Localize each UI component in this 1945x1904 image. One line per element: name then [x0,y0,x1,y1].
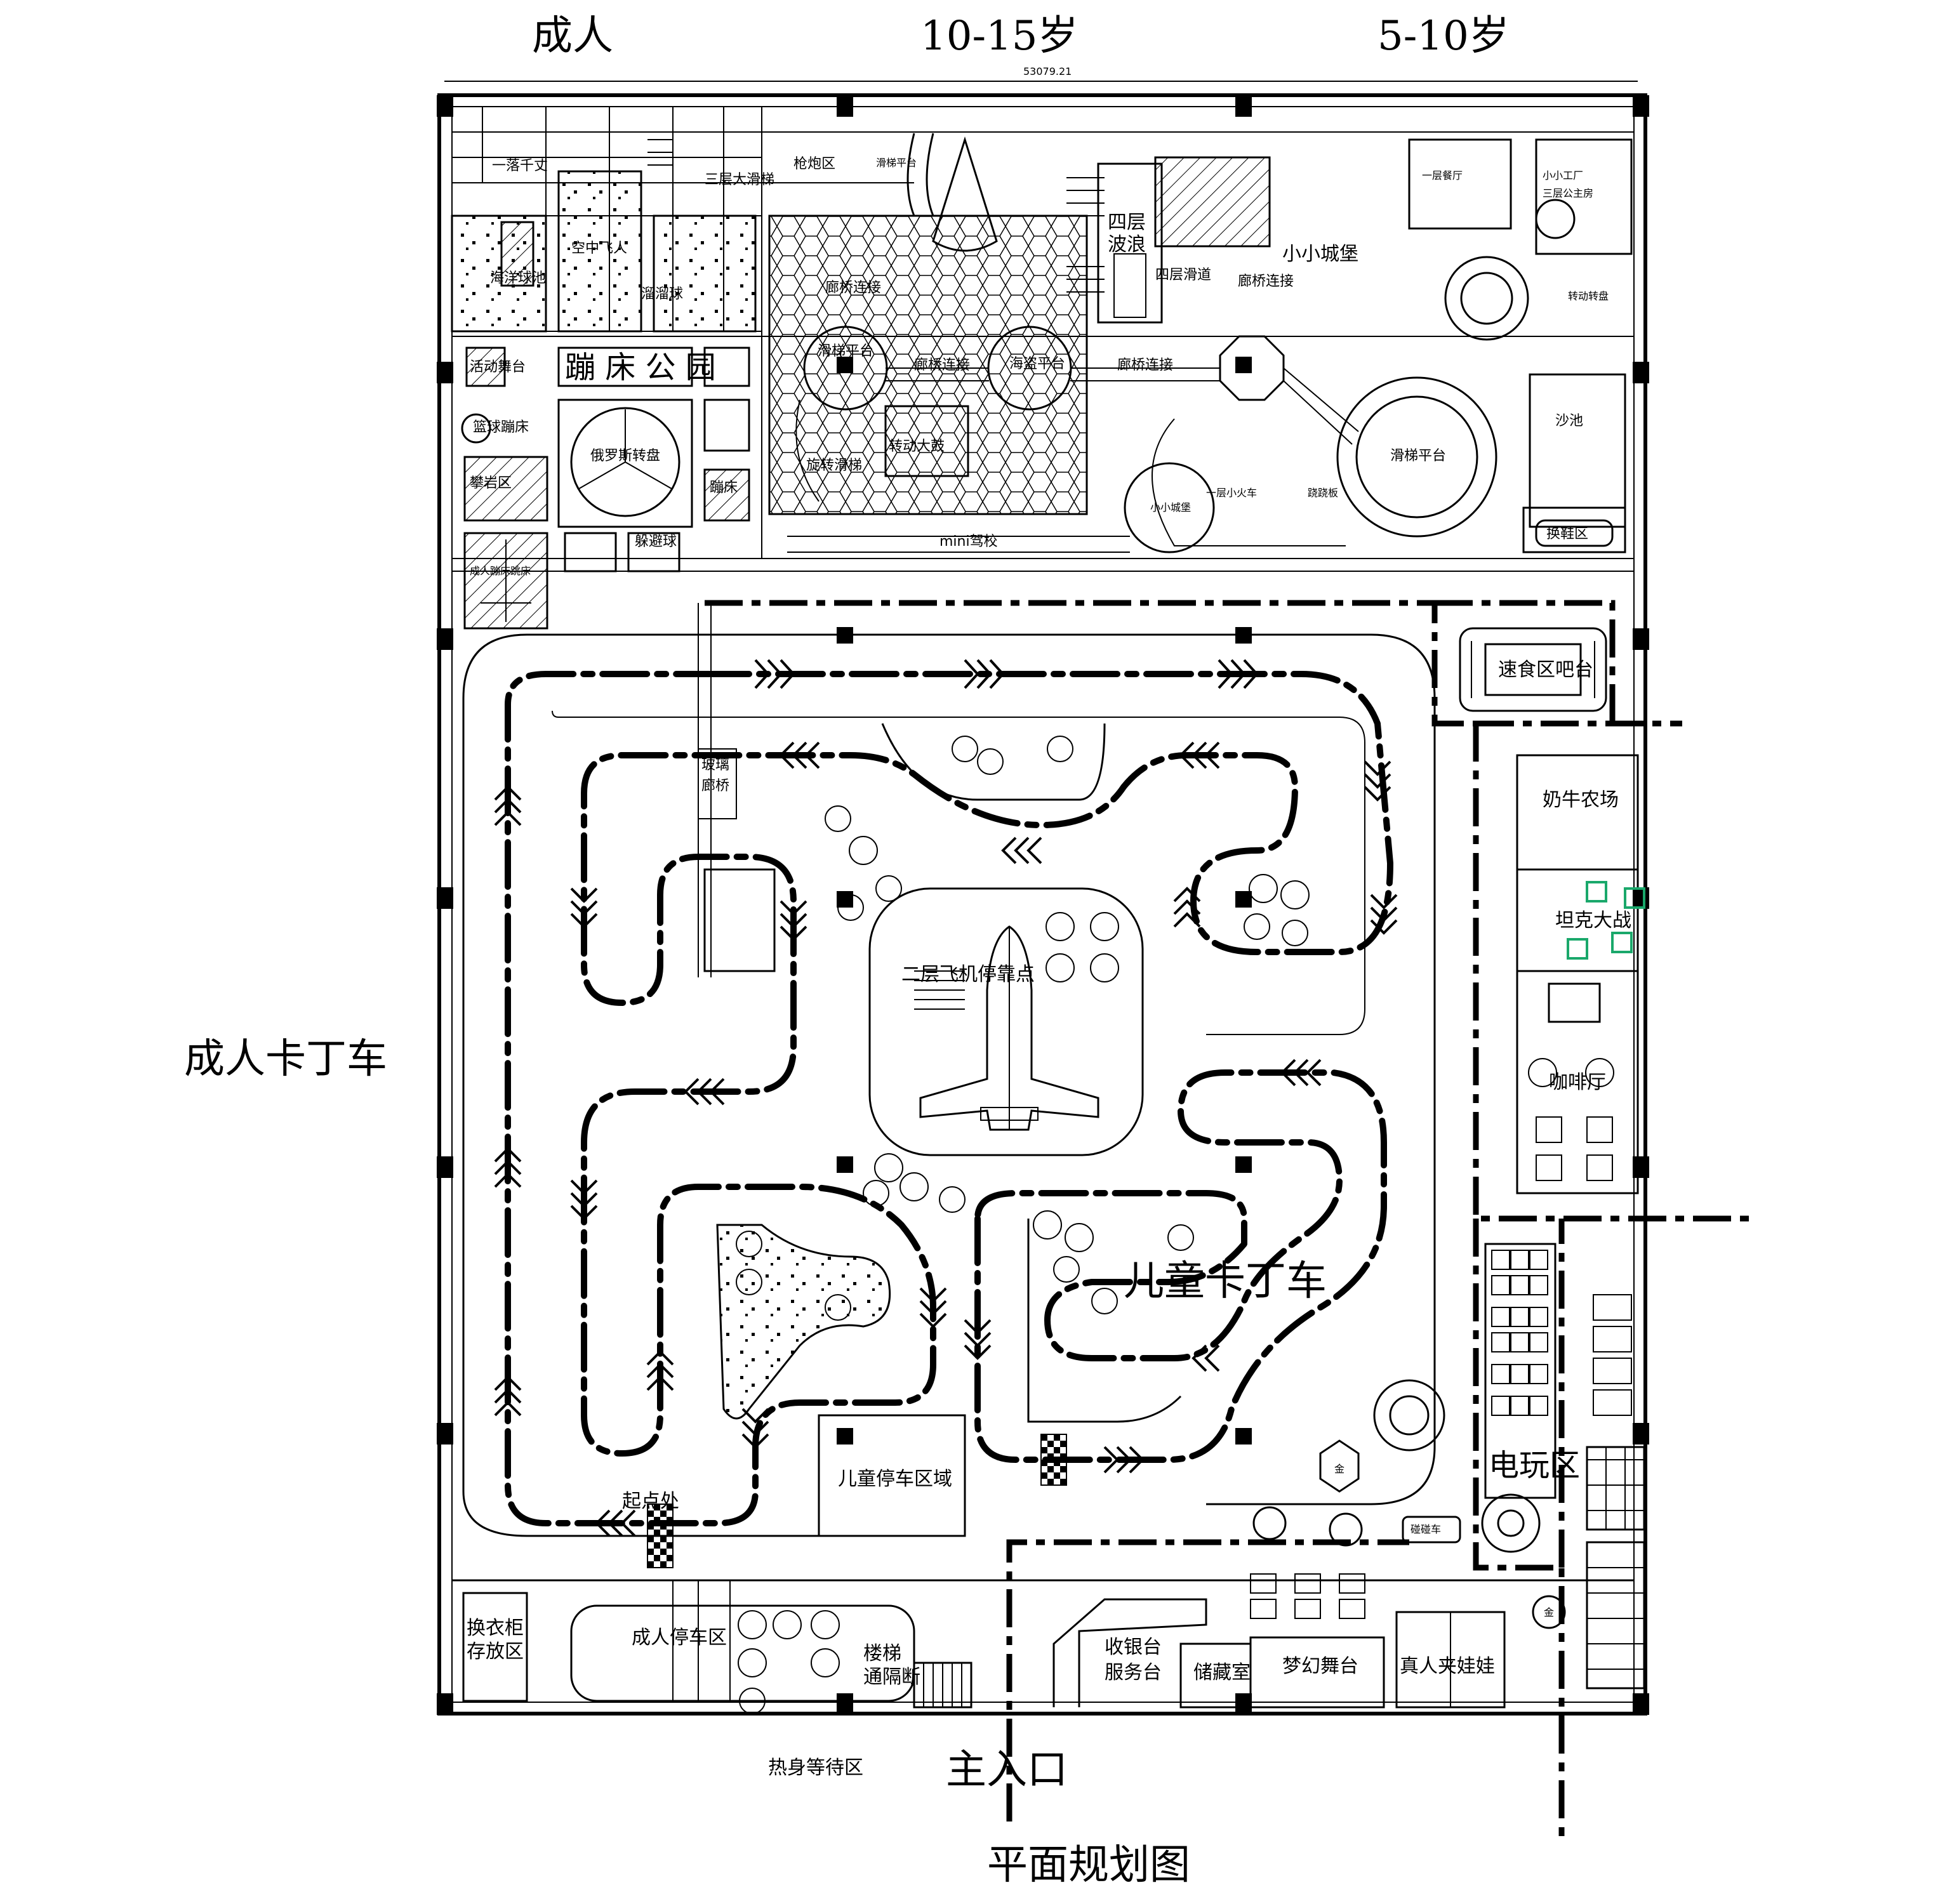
label-bridge-kids: 一层小火车 [1206,487,1257,499]
label-locker-2: 存放区 [467,1641,524,1663]
label-tree-house: 空中飞人 [571,241,627,256]
plant-icon [736,736,1310,1321]
label-game-bed: 活动舞台 [470,359,526,375]
label-wave: 四层 [1108,211,1146,234]
label-sand-pool: 沙池 [1555,413,1583,429]
label-cashier-1: 收银台 [1105,1636,1162,1658]
label-adult-kart: 成人卡丁车 [184,1036,387,1083]
label-platform-1: 滑梯平台 [818,343,873,359]
label-ball-zone: 枪炮区 [793,156,835,172]
label-ball-pool: 海洋球池 [490,270,546,286]
label-game-zone: 电玩区 [1489,1448,1580,1483]
label-storage: 储藏室 [1193,1662,1251,1684]
label-cashier-2: 服务台 [1105,1662,1162,1684]
label-adult-trampoline: 成人蹦床跳床 [470,565,531,577]
label-small-spring: 转动转盘 [1568,290,1609,302]
header-adult: 成人 [532,13,613,60]
label-game-bed-2: 蹦床 [710,480,738,496]
label-bridge-line-1: 玻璃 [701,757,729,773]
kart-track-area [462,603,1436,1568]
label-platform-2: 海盗平台 [1009,356,1065,372]
label-stairs-1: 楼梯 [863,1643,901,1665]
label-corridor-4: 廊桥连接 [1238,274,1294,289]
label-stairs-2: 通隔断 [863,1666,920,1688]
label-spiral: 旋转滑梯 [806,458,862,473]
label-seesaw: 跷跷板 [1308,487,1338,499]
label-corridor-2: 廊桥连接 [914,357,970,373]
label-small-town: 小小城堡 [1282,243,1358,265]
label-kids-parking: 儿童停车区域 [838,1468,952,1490]
dimension-label: 53079.21 [1023,65,1072,77]
label-dodge: 躲避球 [635,534,677,550]
track-markers [839,628,1252,1442]
label-rope-bridge: 溜溜球 [641,286,683,302]
label-dairy-farm: 奶牛农场 [1543,789,1619,811]
label-main-entrance: 主入口 [946,1747,1068,1794]
label-kids-elev: 小小工厂 [1543,169,1583,182]
start-flag [647,1504,674,1568]
right-zone-labels: 速食区吧台 奶牛农场 坦克大战 咖啡厅 电玩区 金 金 碰碰车 [1334,659,1631,1618]
label-kids-seat: 三层公主房 [1543,187,1593,199]
label-dolls: 真人夹娃娃 [1400,1655,1495,1677]
label-swing: 一落千丈 [492,158,548,174]
label-adult-parking: 成人停车区 [632,1627,727,1649]
label-slide-platform: 滑梯平台 [876,157,917,169]
label-climb: 攀岩区 [470,475,512,491]
label-trampoline-park: 蹦 床 公 园 [565,350,716,385]
right-side-zones [705,600,1752,1841]
label-wave-2: 波浪 [1108,234,1146,256]
label-kids-kart: 儿童卡丁车 [1124,1258,1327,1305]
bottom-zone-labels: 换衣柜 存放区 成人停车区 楼梯 通隔断 收银台 服务台 储藏室 梦幻舞台 真人… [467,1617,1495,1889]
label-tube-2: 转动大鼓 [889,439,945,454]
label-dream-stage: 梦幻舞台 [1282,1655,1358,1677]
label-cafe: 咖啡厅 [1549,1071,1606,1094]
label-warmup: 热身等待区 [768,1757,863,1779]
label-bridge-line-2: 廊桥 [701,778,729,794]
label-gold-1: 金 [1334,1463,1344,1475]
label-kid-bridge: 小小城堡 [1150,501,1191,513]
label-food-bar: 速食区吧台 [1498,659,1593,681]
plan-title: 平面规划图 [987,1842,1190,1889]
label-mini-drive: mini驾校 [939,534,998,550]
label-tank-battle: 坦克大战 [1555,909,1631,932]
label-kids-kitchen: 一层餐厅 [1422,169,1463,182]
bottom-zones [452,1573,1634,1714]
label-russia-wheel: 俄罗斯转盘 [590,448,660,464]
label-basket: 篮球蹦床 [473,420,529,435]
label-plane-parking: 二层飞机停靠点 [901,963,1035,986]
label-locker-1: 换衣柜 [467,1617,524,1639]
top-zone-labels: 一落千丈 三层大滑梯 枪炮区 滑梯平台 空中飞人 溜溜球 海洋球池 四层 波浪 … [470,156,1609,577]
label-gold-2: 金 [1544,1606,1554,1618]
track-zone-labels: 玻璃 廊桥 二层飞机停靠点 起点处 儿童停车区域 成人卡丁车 儿童卡丁车 [184,757,1327,1512]
label-bumper: 碰碰车 [1411,1523,1441,1535]
label-start-point: 起点处 [622,1490,679,1512]
kids-start-flag [1040,1434,1067,1486]
label-chair: 换鞋区 [1546,526,1588,542]
header-age-5-10: 5-10岁 [1377,13,1510,60]
label-corridor-3: 廊桥连接 [1117,357,1173,373]
label-platform-3: 滑梯平台 [1390,448,1446,464]
label-corridor-1: 廊桥连接 [825,280,881,296]
header-age-10-15: 10-15岁 [920,13,1079,60]
top-play-area [451,107,1634,630]
label-tube-1: 四层滑道 [1155,267,1211,283]
label-adult-slide: 三层大滑梯 [705,172,774,188]
